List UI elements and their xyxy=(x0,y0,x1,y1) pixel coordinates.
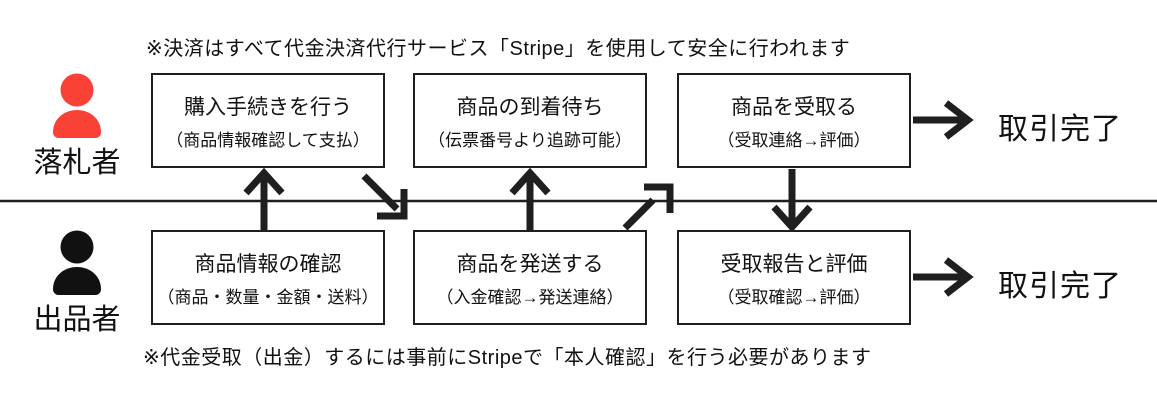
step-title: 商品を発送する xyxy=(456,252,604,276)
step-subtitle: （商品・数量・金額・送料） xyxy=(157,287,379,307)
step-subtitle: （伝票番号より追跡可能） xyxy=(428,130,632,150)
actor-seller: 出品者 xyxy=(12,230,142,338)
step-title: 商品を受取る xyxy=(731,95,857,119)
down-right-arrow-icon-purchase-to-ship xyxy=(361,173,408,220)
step-title: 受取報告と評価 xyxy=(720,252,868,276)
seller-complete-label: 取引完了 xyxy=(998,270,1122,303)
stripe-payment-note: ※決済はすべて代金決済代行サービス「Stripe」を使用して安全に行われます xyxy=(146,38,851,60)
up-right-arrow-icon-ship-to-receive xyxy=(622,183,674,231)
right-arrow-icon-seller-complete xyxy=(913,257,974,297)
buyer-complete-label: 取引完了 xyxy=(998,113,1122,146)
actor-buyer: 落札者 xyxy=(12,73,142,181)
step-box-confirm-info: 商品情報の確認 （商品・数量・金額・送料） xyxy=(151,230,385,325)
step-title: 商品情報の確認 xyxy=(194,252,342,276)
step-subtitle: （受取確認→評価） xyxy=(717,287,871,307)
step-box-wait-arrival: 商品の到着待ち （伝票番号より追跡可能） xyxy=(413,73,647,168)
right-arrow-icon-buyer-complete xyxy=(913,100,974,140)
step-subtitle: （受取連絡→評価） xyxy=(717,130,871,150)
step-subtitle: （商品情報確認して支払） xyxy=(166,130,370,150)
step-box-ship-item: 商品を発送する （入金確認→発送連絡） xyxy=(413,230,647,325)
step-box-purchase: 購入手続きを行う （商品情報確認して支払） xyxy=(151,73,385,168)
step-subtitle: （入金確認→発送連絡） xyxy=(436,287,624,307)
seller-person-icon xyxy=(53,230,101,295)
up-arrow-icon-ship-to-wait xyxy=(509,167,551,232)
buyer-label: 落札者 xyxy=(33,147,121,179)
step-box-receive-item: 商品を受取る （受取連絡→評価） xyxy=(677,73,911,168)
up-arrow-icon-confirm-to-purchase xyxy=(243,167,285,232)
identity-verification-note: ※代金受取（出金）するには事前にStripeで「本人確認」を行う必要があります xyxy=(143,347,872,369)
step-title: 商品の到着待ち xyxy=(456,95,604,119)
step-title: 購入手続きを行う xyxy=(184,95,352,119)
step-box-report-review: 受取報告と評価 （受取確認→評価） xyxy=(677,230,911,325)
down-arrow-icon-receive-to-report xyxy=(771,169,813,233)
buyer-person-icon xyxy=(53,73,101,138)
seller-label: 出品者 xyxy=(33,304,121,336)
